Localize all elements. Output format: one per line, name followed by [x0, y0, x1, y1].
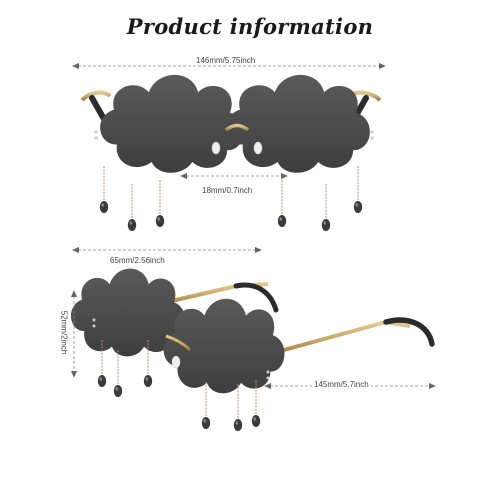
lens-width-dimension	[72, 247, 262, 253]
front-cloud-lens	[163, 298, 285, 394]
page-title: Product information	[126, 14, 374, 39]
front-view-glasses	[80, 74, 382, 232]
side-view-glasses	[71, 268, 435, 432]
left-cloud-lens	[100, 74, 244, 173]
total-width-dimension	[72, 63, 386, 69]
lens-width-label: 65mm/2.56inch	[108, 256, 167, 265]
bridge	[224, 123, 250, 132]
lens-height-dimension	[71, 290, 77, 378]
lens-height-label: 52mm/2inch	[59, 308, 69, 357]
total-width-label: 146mm/5.75inch	[194, 56, 258, 65]
right-cloud-lens	[226, 74, 370, 173]
bridge-dimension	[180, 173, 288, 179]
bridge-label: 18mm/0.7inch	[200, 186, 255, 195]
temple-length-label: 145mm/5.7inch	[312, 380, 371, 389]
